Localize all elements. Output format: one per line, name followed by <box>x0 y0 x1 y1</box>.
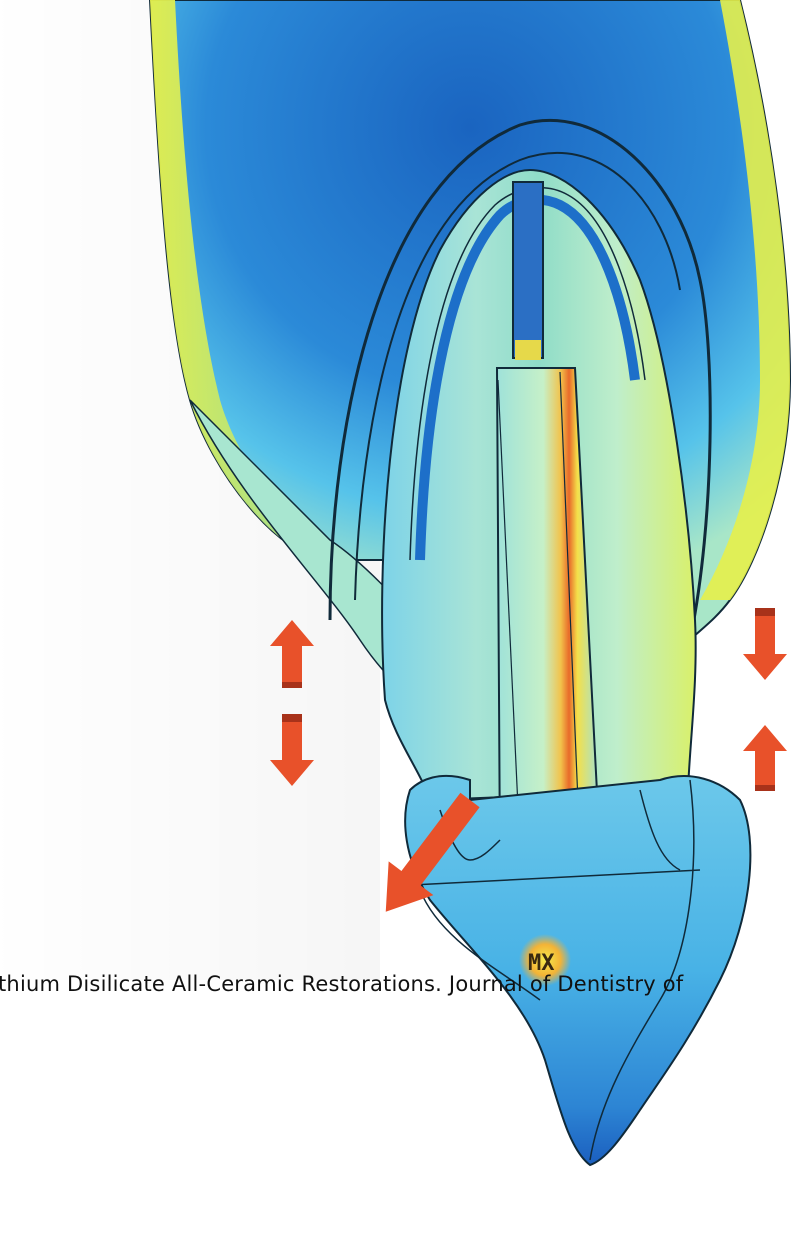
arrow-down-icon <box>743 608 787 680</box>
arrow-up-icon <box>743 725 787 791</box>
post-apical-extension <box>513 182 543 358</box>
figure-caption: thium Disilicate All-Ceramic Restoration… <box>0 972 683 996</box>
